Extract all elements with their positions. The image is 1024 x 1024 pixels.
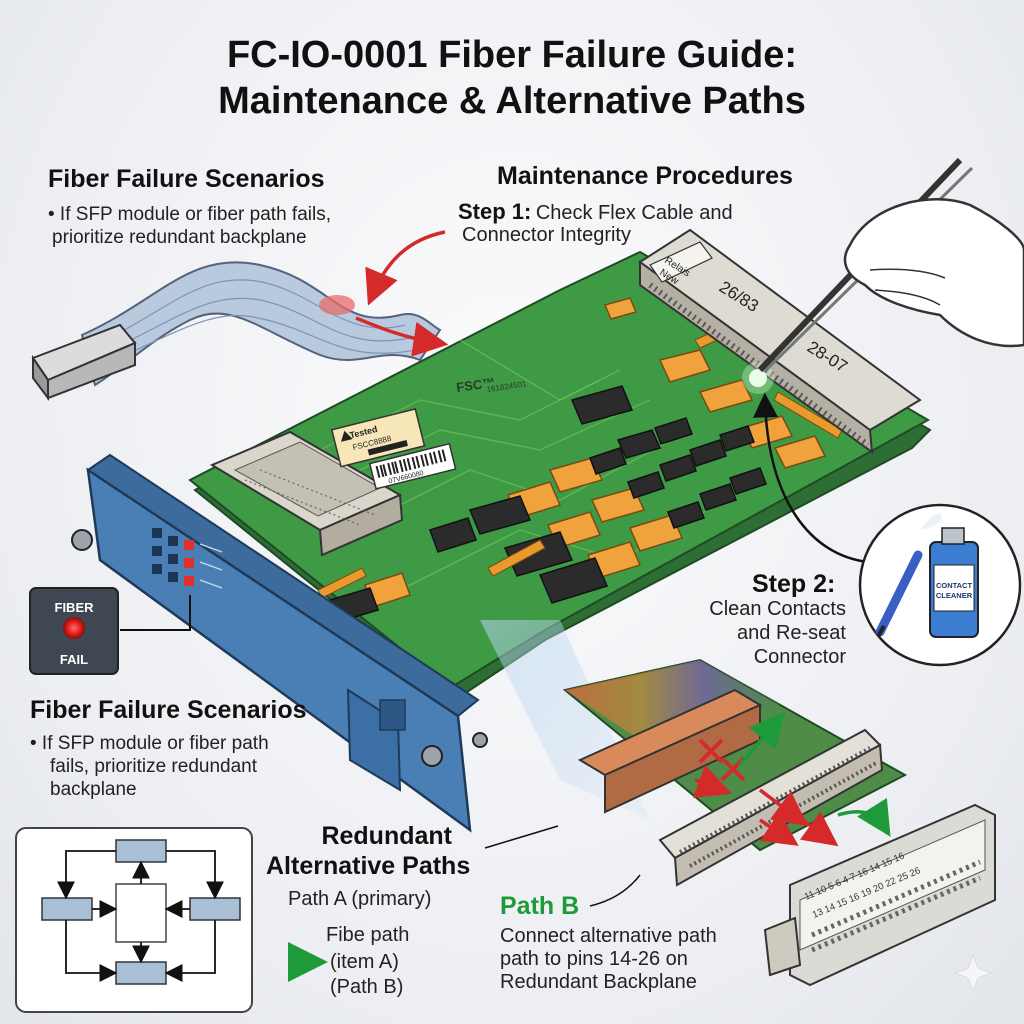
- redundant-heading-line2: Alternative Paths: [266, 852, 471, 880]
- board-sticker: Tested FSCC8888: [330, 408, 426, 468]
- flex-ribbon-cable: [31, 261, 442, 401]
- arrow-to-cable: [365, 230, 446, 306]
- arrow-step2-to-contact: [753, 392, 869, 564]
- sparkle-icon: [953, 953, 993, 993]
- scenarios-bottom-heading: Fiber Failure Scenarios: [30, 696, 307, 724]
- fiber-fail-indicator: [29, 587, 119, 675]
- blue-faceplate: [71, 453, 488, 833]
- cleaner-inset: [858, 503, 1022, 667]
- redundant-leader-line: [484, 825, 559, 849]
- step2-line2: and Re-seat: [737, 622, 846, 644]
- path-a-label: Path A (primary): [288, 888, 432, 910]
- scenarios-top-bullet-line2: prioritize redundant backplane: [52, 227, 307, 248]
- spray-can-line1: CONTACT: [936, 581, 973, 590]
- fibe-path-line1: Fibe path: [326, 924, 410, 946]
- fiber-fail-line2: FAIL: [60, 652, 88, 667]
- step1-text-a: Check Flex Cable and: [535, 202, 733, 224]
- fail-led-icon: [63, 617, 85, 639]
- scenarios-top-bullet-line1: • If SFP module or fiber path fails,: [48, 204, 331, 225]
- scenarios-bottom-bullet-line2: fails, prioritize redundant: [50, 756, 257, 777]
- path-b-line1: Connect alternative path: [500, 925, 717, 947]
- fibe-path-line3: (Path B): [330, 976, 404, 998]
- step1-label: Step 1:: [458, 199, 532, 224]
- maintenance-heading: Maintenance Procedures: [497, 162, 793, 190]
- failed-path-marks: [692, 738, 839, 847]
- path-b-label: Path B: [500, 892, 580, 920]
- step1-row: Step 1: Check Flex Cable and: [458, 199, 733, 225]
- flow-diagram: [15, 827, 253, 1013]
- redundant-heading-line1: Redundant: [321, 822, 452, 850]
- board-brand: FSC™: [455, 375, 496, 395]
- scenarios-bottom-bullet-line1: • If SFP module or fiber path: [30, 733, 269, 754]
- alternative-path-arrows: [738, 711, 891, 837]
- fiber-fail-line1: FIBER: [55, 600, 95, 615]
- step2-line3: Connector: [753, 646, 846, 668]
- pcb-components: [317, 297, 843, 623]
- scenarios-top-heading: Fiber Failure Scenarios: [48, 165, 325, 193]
- pcb-edge-connector: [209, 430, 404, 557]
- pathb-leader-line: [589, 874, 641, 907]
- arrow-cable-fault: [355, 316, 449, 357]
- page-title-line2: Maintenance & Alternative Paths: [218, 80, 806, 122]
- page-title-line1: FC-IO-0001 Fiber Failure Guide:: [226, 34, 798, 76]
- step2-line1: Clean Contacts: [709, 598, 846, 620]
- contact-glow: [749, 369, 767, 387]
- gloved-hand-tweezers: [757, 157, 1024, 374]
- fibe-path-line2: (item A): [330, 951, 399, 973]
- path-b-line2: path to pins 14-26 on: [500, 948, 688, 970]
- step2-label: Step 2:: [752, 570, 836, 598]
- path-b-line3: Redundant Backplane: [500, 971, 697, 993]
- backplane-connector: [638, 228, 922, 455]
- spray-can-line2: CLEANER: [936, 591, 973, 600]
- scenarios-bottom-bullet-line3: backplane: [50, 779, 137, 800]
- step1-text-b: Connector Integrity: [462, 224, 631, 246]
- led-callout-line: [120, 595, 191, 631]
